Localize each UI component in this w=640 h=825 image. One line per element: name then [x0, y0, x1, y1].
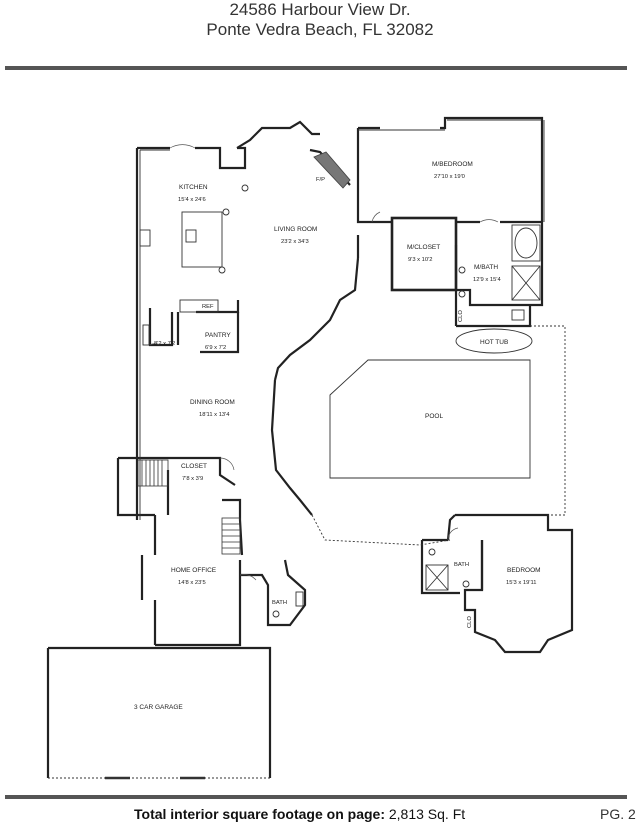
bottom-divider	[5, 795, 627, 799]
living-room-dims: 23'2 x 34'3	[281, 239, 309, 245]
page-number: PG. 2	[600, 806, 636, 822]
closet-dims: 7'8 x 3'9	[182, 476, 203, 482]
ref-label: REF	[202, 304, 214, 310]
exterior-walls	[46, 116, 574, 778]
bath-label-small: BATH	[272, 600, 287, 606]
clo-label-bedroom: CLO	[467, 616, 473, 628]
footer-label: Total interior square footage on page:	[134, 806, 385, 822]
small-room-dims: 8'2 x 7'2	[154, 341, 175, 347]
plan-details	[48, 119, 566, 780]
pool-label: POOL	[425, 413, 443, 420]
master-bath-dims: 12'9 x 15'4	[473, 277, 501, 283]
bedroom-dims: 15'3 x 19'11	[506, 580, 536, 586]
master-bedroom-label: M/BEDROOM	[432, 161, 473, 168]
kitchen-dims: 15'4 x 24'6	[178, 197, 206, 203]
address-line-2: Ponte Vedra Beach, FL 32082	[206, 20, 434, 39]
living-room-label: LIVING ROOM	[274, 226, 317, 233]
dining-room-dims: 18'11 x 13'4	[199, 412, 230, 418]
closet-label: CLOSET	[181, 463, 207, 470]
bath-label-bedroom: BATH	[454, 562, 469, 568]
kitchen-label: KITCHEN	[179, 184, 208, 191]
pantry-dims: 6'9 x 7'2	[205, 345, 226, 351]
door-swings	[149, 144, 499, 581]
fireplace-label: F/P	[316, 177, 325, 183]
dining-room-label: DINING ROOM	[190, 399, 235, 406]
address-line-1: 24586 Harbour View Dr.	[229, 0, 411, 19]
top-divider	[5, 66, 627, 70]
garage-label: 3 CAR GARAGE	[134, 704, 183, 711]
pantry-label: PANTRY	[205, 332, 231, 339]
footer-value: 2,813 Sq. Ft	[388, 806, 466, 822]
master-closet-dims: 9'3 x 10'2	[408, 257, 432, 263]
master-closet-label: M/CLOSET	[407, 244, 440, 251]
hot-tub-label: HOT TUB	[480, 339, 508, 346]
clo-label-master: CLO	[458, 310, 464, 322]
master-bedroom-dims: 27'10 x 19'0	[434, 174, 465, 180]
home-office-label: HOME OFFICE	[171, 567, 217, 574]
room-labels: KITCHEN 15'4 x 24'6 LIVING ROOM 23'2 x 3…	[134, 161, 541, 711]
footer-square-footage: Total interior square footage on page: 2…	[134, 806, 465, 822]
home-office-dims: 14'8 x 23'5	[178, 580, 206, 586]
bedroom-label: BEDROOM	[507, 567, 541, 574]
master-bath-label: M/BATH	[474, 264, 498, 271]
